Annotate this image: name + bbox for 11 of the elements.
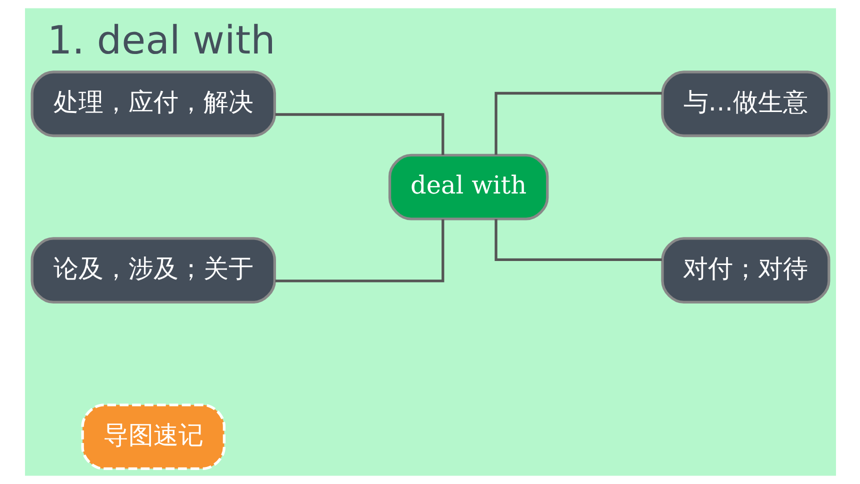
connector [274, 219, 444, 282]
node-box: 与…做生意 [660, 70, 830, 138]
node-box: 论及，涉及；关于 [30, 237, 276, 304]
node-box: 对付；对待 [660, 237, 830, 304]
connector [494, 92, 662, 155]
connector [494, 219, 662, 262]
diagram-title: 1. deal with [46, 18, 275, 64]
node-box: 处理，应付，解决 [30, 70, 276, 138]
node-box: 导图速记 [80, 404, 226, 470]
node-box: deal with [388, 154, 548, 220]
connector [274, 113, 444, 156]
